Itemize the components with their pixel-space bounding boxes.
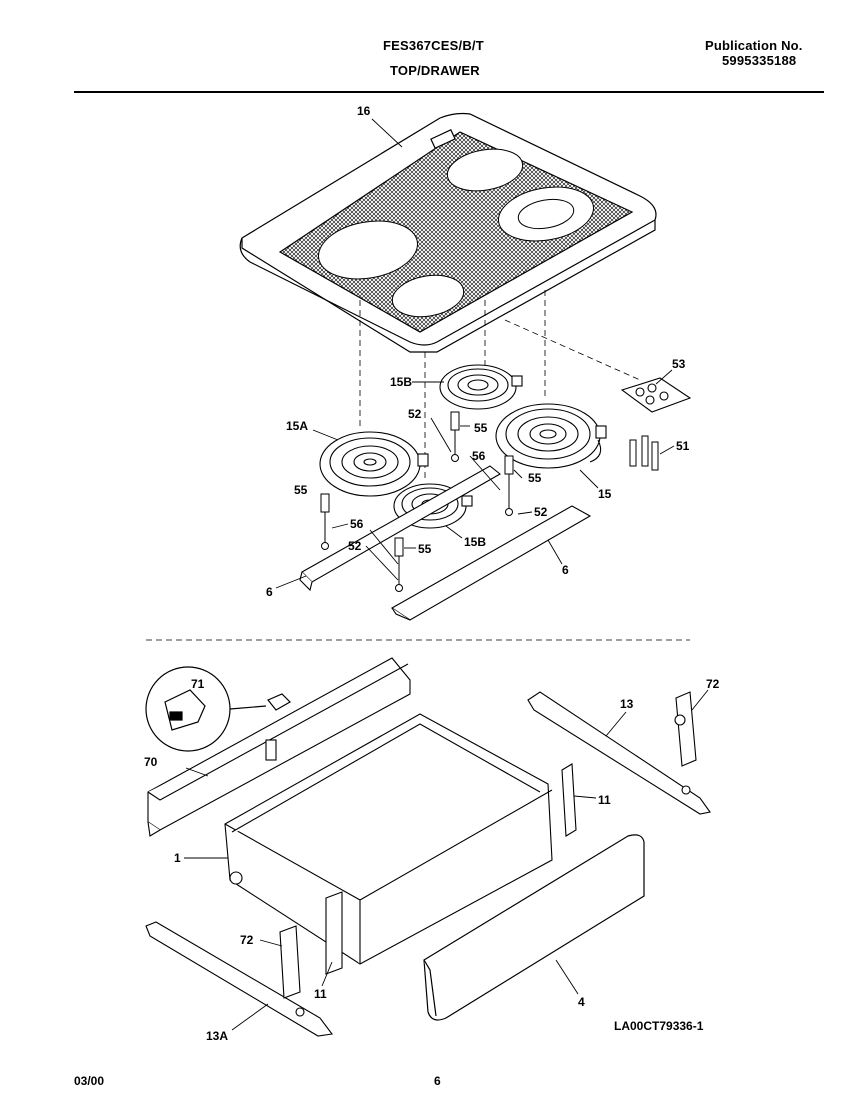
callout-11-right: 11	[598, 793, 611, 807]
callout-71: 71	[191, 677, 205, 691]
terminal-block	[620, 377, 692, 413]
drawer-slide-rail-right	[527, 691, 711, 815]
callout-6-left: 6	[266, 585, 273, 599]
callout-15B-top: 15B	[390, 375, 412, 389]
drawer-body	[224, 713, 553, 975]
callout-55-a: 55	[474, 421, 488, 435]
callout-51: 51	[676, 439, 690, 453]
callout-52-b: 52	[534, 505, 548, 519]
burner-element-15B-top	[439, 364, 523, 410]
callout-70: 70	[144, 755, 158, 769]
element-bracket-left	[299, 465, 501, 592]
publication-number: 5995335188	[722, 53, 797, 68]
callout-56-a: 56	[472, 449, 486, 463]
model-number: FES367CES/B/T	[383, 38, 484, 53]
drawer-slide-rail-left	[145, 921, 333, 1037]
terminal-connectors	[629, 435, 659, 471]
callout-6-right: 6	[562, 563, 569, 577]
slide-bracket-72-left	[279, 925, 301, 999]
callout-55-b: 55	[294, 483, 308, 497]
slide-bracket-72-right	[674, 691, 697, 767]
callout-15B-bottom: 15B	[464, 535, 486, 549]
callout-72-right: 72	[706, 677, 720, 691]
callout-1: 1	[174, 851, 181, 865]
element-bracket-right	[390, 505, 592, 621]
burner-element-15A	[319, 431, 429, 497]
callout-leaders	[184, 118, 709, 1031]
header-rule	[74, 91, 824, 93]
drawer-rear-panel	[147, 657, 411, 837]
diagram-code: LA00CT79336-1	[614, 1019, 704, 1033]
callout-52-c: 52	[348, 539, 362, 553]
footer-page-number: 6	[434, 1074, 441, 1088]
publication-label: Publication No.	[705, 38, 803, 53]
callout-15: 15	[598, 487, 612, 501]
section-title: TOP/DRAWER	[390, 63, 480, 78]
footer-date: 03/00	[74, 1074, 105, 1088]
callout-16: 16	[357, 104, 371, 118]
callout-11-left: 11	[314, 987, 327, 1001]
callout-55-c: 55	[528, 471, 542, 485]
burner-element-15	[495, 403, 607, 469]
alignment-lines	[146, 290, 690, 641]
callout-13A: 13A	[206, 1029, 228, 1043]
callout-15A: 15A	[286, 419, 308, 433]
cooktop-glass-top	[239, 112, 657, 353]
drawer-stop-11-right	[561, 763, 577, 837]
callout-13: 13	[620, 697, 634, 711]
callout-4: 4	[578, 995, 585, 1009]
callout-72-left: 72	[240, 933, 254, 947]
magnifier-detail	[145, 666, 291, 752]
receptacles-and-screws	[320, 411, 514, 592]
callout-55-d: 55	[418, 542, 432, 556]
callout-56-b: 56	[350, 517, 364, 531]
callout-52-a: 52	[408, 407, 422, 421]
drawer-front-panel	[423, 834, 645, 1021]
callout-53: 53	[672, 357, 686, 371]
cooktop-burner-zones	[318, 148, 594, 318]
